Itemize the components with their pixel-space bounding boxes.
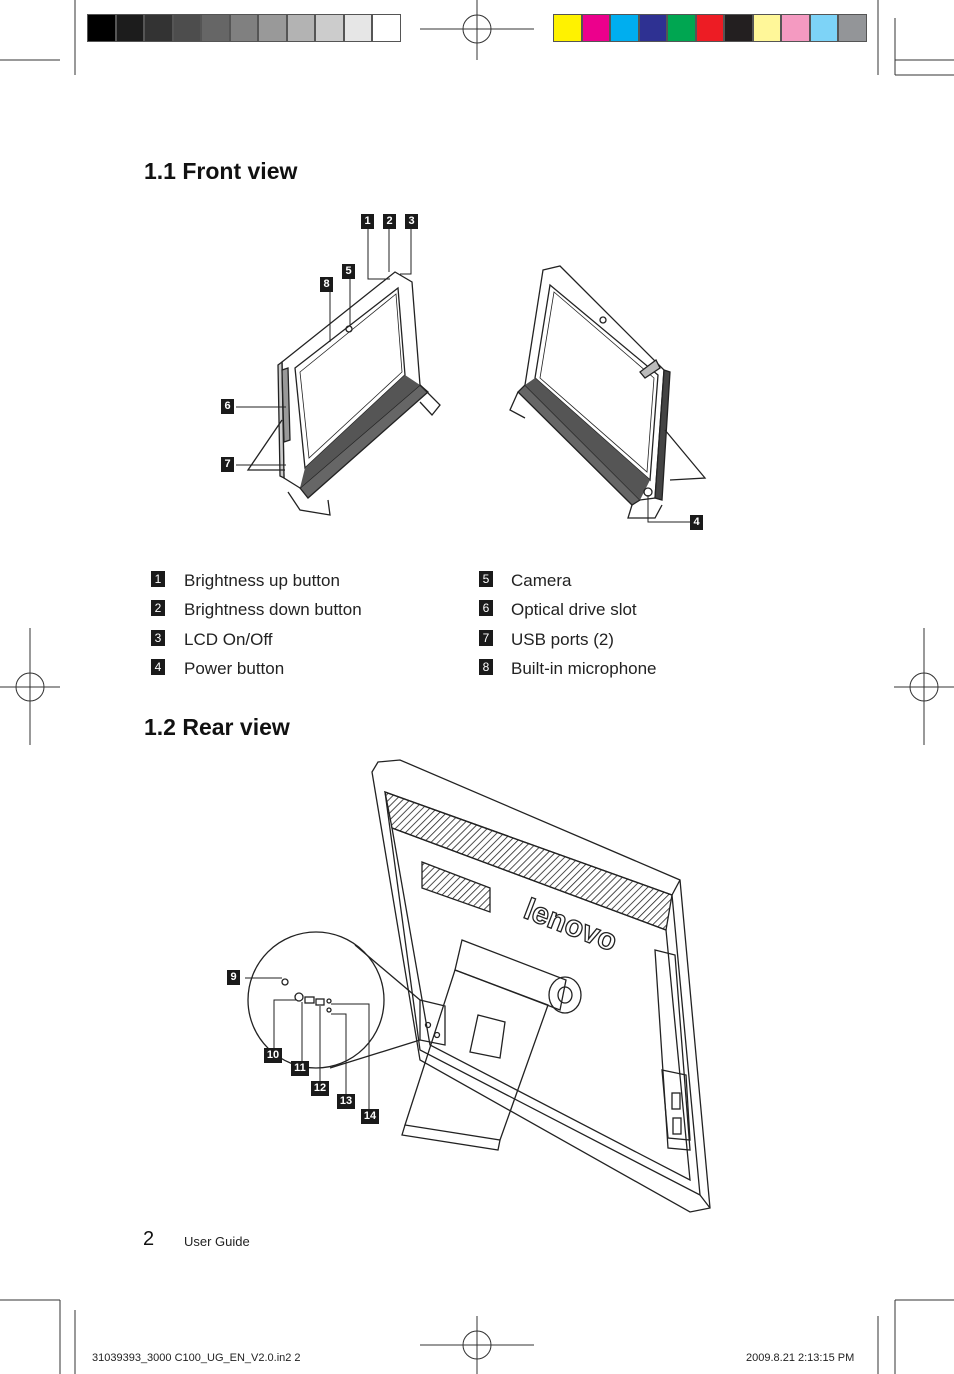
callout-3: 3 [405,214,418,229]
legend-label: Built-in microphone [511,659,657,678]
callout-11: 11 [291,1061,309,1076]
legend-badge: 5 [479,571,493,587]
color-swatch [838,14,867,42]
legend-label: Optical drive slot [511,600,637,619]
color-swatch [809,14,838,42]
color-swatch [638,14,667,42]
callout-4: 4 [690,515,703,530]
callout-12: 12 [311,1081,329,1096]
rear-view-heading: 1.2 Rear view [144,714,290,740]
legend-label: USB ports (2) [511,630,614,649]
running-footer: User Guide [184,1234,250,1249]
legend-badge: 6 [479,600,493,616]
color-swatch [315,14,344,42]
color-swatch [115,14,144,42]
color-swatch [581,14,610,42]
color-swatch [144,14,173,42]
color-swatch [201,14,230,42]
color-swatch [610,14,639,42]
color-swatch [372,14,401,42]
color-swatch [667,14,696,42]
color-swatch [229,14,258,42]
color-swatch [87,14,116,42]
color-swatch [172,14,201,42]
legend-badge: 4 [151,659,165,675]
color-swatch [343,14,372,42]
callout-5: 5 [342,264,355,279]
color-swatch [752,14,781,42]
callout-6: 6 [221,399,234,414]
legend-badge: 2 [151,600,165,616]
callout-7: 7 [221,457,234,472]
legend-badge: 8 [479,659,493,675]
legend-label: Brightness up button [184,571,340,590]
color-swatch [258,14,287,42]
slug-file-info: 31039393_3000 C100_UG_EN_V2.0.in2 2 [92,1352,301,1364]
legend-label: Power button [184,659,285,678]
legend-label: LCD On/Off [184,630,273,649]
front-view-heading: 1.1 Front view [144,158,298,184]
callout-1: 1 [361,214,374,229]
color-swatch [724,14,753,42]
legend-label: Brightness down button [184,600,362,619]
callout-13: 13 [337,1094,355,1109]
color-swatch [553,14,582,42]
callout-14: 14 [361,1109,379,1124]
color-swatch [781,14,810,42]
color-swatch [695,14,724,42]
callout-2: 2 [383,214,396,229]
slug-timestamp: 2009.8.21 2:13:15 PM [746,1352,855,1364]
legend-label: Camera [511,571,572,590]
legend-badge: 1 [151,571,165,587]
page-number: 2 [143,1228,155,1250]
callout-9: 9 [227,970,240,985]
legend-badge: 3 [151,630,165,646]
color-swatch [286,14,315,42]
callout-10: 10 [264,1048,282,1063]
callout-8: 8 [320,277,333,292]
legend-badge: 7 [479,630,493,646]
